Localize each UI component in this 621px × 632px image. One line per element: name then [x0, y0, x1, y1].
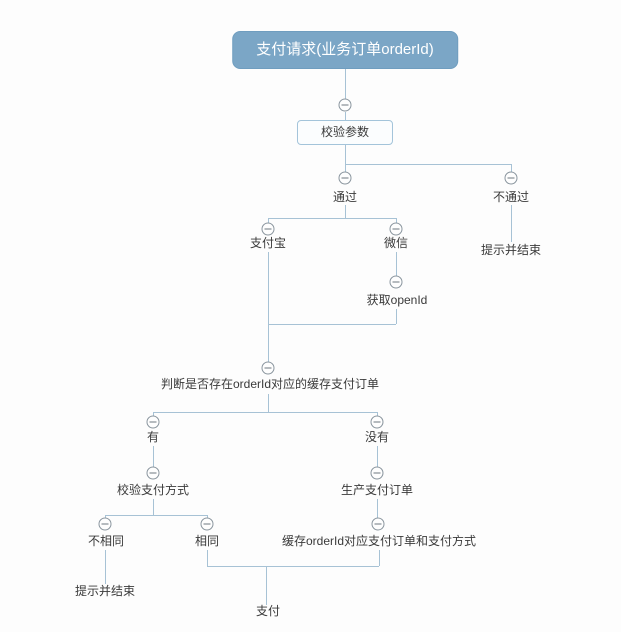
- collapse-minus-icon[interactable]: [370, 466, 384, 480]
- connector-line: [207, 566, 379, 567]
- node-wechat[interactable]: 微信: [383, 236, 409, 250]
- collapse-minus-icon[interactable]: [370, 415, 384, 429]
- collapse-minus-icon[interactable]: [338, 171, 352, 185]
- node-pay[interactable]: 支付: [255, 604, 281, 618]
- connector-line: [153, 499, 154, 515]
- connector-line: [105, 515, 106, 518]
- node-has[interactable]: 有: [146, 430, 160, 444]
- node-different[interactable]: 不相同: [87, 534, 125, 548]
- node-create-order[interactable]: 生产支付订单: [340, 483, 414, 497]
- connector-line: [345, 112, 346, 120]
- node-pass[interactable]: 通过: [332, 190, 358, 204]
- node-payment-request[interactable]: 支付请求(业务订单orderId): [232, 31, 458, 69]
- node-diff-end[interactable]: 提示并结束: [74, 584, 136, 598]
- collapse-minus-icon[interactable]: [200, 517, 214, 531]
- connector-line: [207, 515, 208, 518]
- collapse-minus-icon[interactable]: [98, 517, 112, 531]
- connector-line: [511, 205, 512, 242]
- collapse-minus-icon[interactable]: [338, 98, 352, 112]
- collapse-minus-icon[interactable]: [389, 275, 403, 289]
- connector-line: [345, 164, 512, 165]
- node-cache-order[interactable]: 缓存orderId对应支付订单和支付方式: [281, 534, 477, 548]
- connector-line: [207, 550, 208, 566]
- node-fail[interactable]: 不通过: [492, 190, 530, 204]
- connector-line: [268, 252, 269, 362]
- connector-line: [345, 145, 346, 164]
- node-alipay[interactable]: 支付宝: [249, 236, 287, 250]
- connector-line: [511, 164, 512, 172]
- collapse-minus-icon[interactable]: [261, 361, 275, 375]
- collapse-minus-icon[interactable]: [371, 517, 385, 531]
- connector-line: [379, 550, 380, 566]
- connector-line: [345, 164, 346, 172]
- connector-line: [396, 218, 397, 224]
- connector-line: [105, 550, 106, 584]
- node-has-not[interactable]: 没有: [364, 430, 390, 444]
- connector-line: [268, 324, 396, 325]
- node-fail-end[interactable]: 提示并结束: [480, 243, 542, 257]
- connector-line: [268, 218, 269, 224]
- node-judge-cache[interactable]: 判断是否存在orderId对应的缓存支付订单: [160, 377, 380, 391]
- collapse-minus-icon[interactable]: [261, 222, 275, 236]
- connector-line: [377, 499, 378, 518]
- connector-line: [266, 566, 267, 605]
- node-get-openid[interactable]: 获取openId: [366, 293, 428, 307]
- connector-line: [153, 412, 377, 413]
- connector-line: [268, 394, 269, 412]
- collapse-minus-icon[interactable]: [146, 466, 160, 480]
- connector-line: [153, 446, 154, 467]
- connector-line: [345, 205, 346, 218]
- node-same[interactable]: 相同: [194, 534, 220, 548]
- connector-line: [396, 309, 397, 324]
- node-check-params[interactable]: 校验参数: [296, 120, 394, 145]
- connector-line: [377, 446, 378, 467]
- connector-line: [153, 412, 154, 416]
- collapse-minus-icon[interactable]: [146, 415, 160, 429]
- connector-line: [345, 68, 346, 99]
- connector-line: [396, 252, 397, 276]
- node-verify-pay-type[interactable]: 校验支付方式: [116, 483, 190, 497]
- connector-line: [268, 218, 396, 219]
- collapse-minus-icon[interactable]: [389, 222, 403, 236]
- connector-line: [377, 412, 378, 416]
- collapse-minus-icon[interactable]: [504, 171, 518, 185]
- connector-line: [105, 515, 207, 516]
